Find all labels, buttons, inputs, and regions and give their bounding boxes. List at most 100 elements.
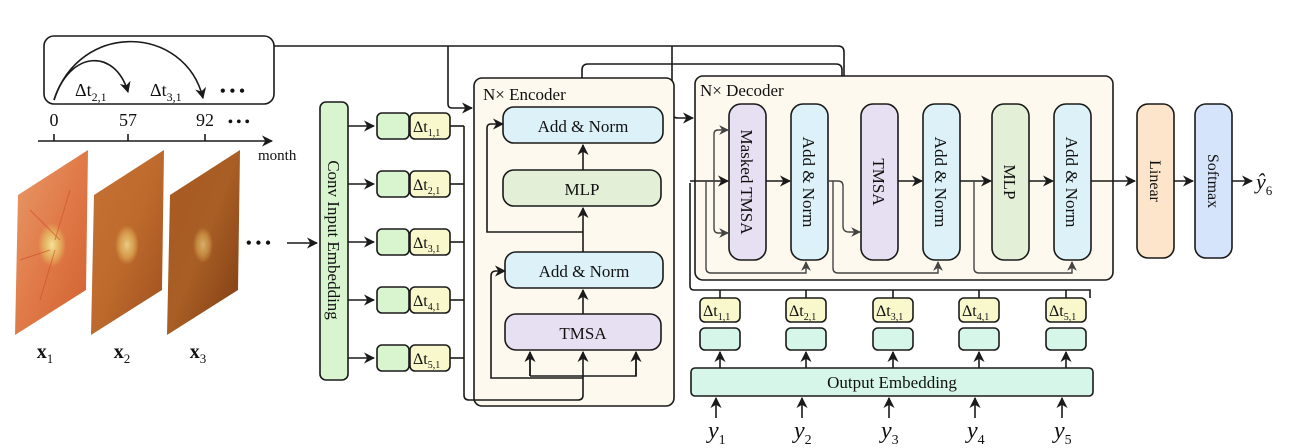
tick-label-0: 0 [50,110,59,130]
input-token-row: Δt1,1 [348,112,464,140]
fundus-image-3 [167,150,240,335]
decoder-add-norm-1-label: Add & Norm [799,137,818,228]
linear-label: Linear [1146,160,1163,202]
target-input: y3 [879,396,899,448]
input-token-embedding [376,344,410,372]
conv-input-embedding-label: Conv Input Embedding [324,160,343,320]
output-token-embedding [699,327,741,351]
time-to-encoder-arrow [447,46,474,114]
encoder-input-arrow [463,350,589,401]
image-label-1: x1 [37,341,54,366]
output-embedding-label: Output Embedding [827,373,957,392]
encoder-residual-top [486,118,583,233]
output-token-column: Δt2,1 [785,290,827,368]
input-token-embedding [376,228,410,256]
encoder-mlp-label: MLP [565,180,600,199]
output-token-embedding [872,327,914,351]
encoder-mlp [502,169,662,207]
encoder-output-route [581,63,843,150]
output-token-delta-label: Δt3,1 [876,303,903,323]
input-token-delta-label: Δt1,1 [413,119,440,139]
output-token-delta [1045,297,1087,323]
input-token-delta-label: Δt3,1 [413,235,440,255]
decoder-add-norm-1: Add & Norm [790,103,829,261]
target-input: y5 [1052,396,1072,448]
encoder-add-norm-top-label: Add & Norm [538,117,629,136]
encoder-title: N× Encoder [483,85,566,104]
input-token-delta-label: Δt4,1 [413,293,440,313]
output-token-column: Δt3,1 [872,290,914,368]
input-token-embedding [376,112,410,140]
timeline-box [43,35,275,105]
timeline-panel: Δt2,1 Δt3,1 • • • 0 57 92 • • • month [38,35,297,164]
tick-ellipsis: • • • [228,115,250,130]
output-token-column: Δt1,1 [699,290,741,368]
images-ellipsis: • • • [246,235,271,252]
encoder-residual-bottom [490,265,583,379]
output-token-delta-label: Δt4,1 [962,303,989,323]
decoder-add-norm-2: Add & Norm [922,103,961,261]
output-token-delta [872,297,914,323]
output-token-delta-label: Δt1,1 [703,303,730,323]
decoder-blocks: Masked TMSA Add & Norm TMSA Add & Norm MLP Ad… [728,103,1092,261]
encoder-add-norm-bottom-label: Add & Norm [539,262,630,281]
decoder-add-norm-3: Add & Norm [1053,103,1092,261]
decoder-mlp-label: MLP [1000,165,1019,200]
input-token-embedding [376,170,410,198]
interval-label-2: Δt2,1 [75,80,107,104]
target-label: y3 [879,418,899,448]
masked-tmsa-k-arrow [713,181,729,238]
input-token-row: Δt3,1 [348,228,464,256]
output-token-delta-label: Δt5,1 [1049,303,1076,323]
output-y-hat: ŷ6 [1254,169,1273,198]
input-token-embedding [376,286,410,314]
encoder-panel: N× Encoder Add & Norm MLP Add & Norm TMS… [463,77,675,407]
target-input: y2 [792,396,812,448]
decoder-residual-1 [705,181,811,274]
conv-input-embedding: Conv Input Embedding [319,101,349,381]
output-tokens: Δt1,1 Δt2,1 Δt3,1 Δt4,1 Δt5,1 [699,290,1087,368]
interval-label-3: Δt3,1 [150,80,182,104]
decoder-input-bus [689,183,1091,298]
input-token-delta-label: Δt2,1 [413,177,440,197]
image-label-3: x3 [190,341,207,366]
targets: y1 y2 y3 y4 y5 [706,396,1072,448]
target-input: y1 [706,396,726,448]
image-label-2: x2 [114,341,131,366]
target-label: y5 [1052,418,1072,448]
decoder-masked-tmsa-label: Masked TMSA [737,130,756,236]
input-token-row: Δt4,1 [348,286,464,314]
encoder-tmsa-label: TMSA [559,324,607,343]
addnorm-to-tmsa-q-arrow [828,180,861,237]
output-embedding: Output Embedding [690,367,1094,397]
timeline-ellipsis: • • • [220,83,245,100]
time-to-decoder-arrow [671,46,695,124]
masked-tmsa-q-arrow [713,125,729,181]
decoder-tmsa-label: TMSA [869,158,888,206]
decoder-title: N× Decoder [700,81,784,100]
target-label: y1 [706,418,726,448]
tick-label-92: 92 [196,110,214,130]
output-token-embedding [1045,327,1087,351]
output-token-column: Δt5,1 [1045,290,1087,368]
output-token-delta-label: Δt2,1 [789,303,816,323]
axis-label-month: month [258,148,297,164]
softmax-block: Softmax [1194,103,1233,259]
target-label: y2 [792,418,812,448]
target-input: y4 [965,396,985,448]
target-label: y4 [965,418,985,448]
input-token-delta-label: Δt5,1 [413,351,440,371]
decoder-residual-2 [832,181,943,274]
input-token-row: Δt5,1 [348,344,464,372]
input-token-row: Δt2,1 [348,170,464,198]
output-token-embedding [785,327,827,351]
interval-arc-3 [53,40,207,101]
decoder-tmsa: TMSA [860,103,899,261]
softmax-label: Softmax [1204,154,1221,208]
output-token-delta [699,297,741,323]
linear-block: Linear [1136,103,1175,259]
output-token-embedding [958,327,1000,351]
fundus-image-2 [91,150,164,335]
